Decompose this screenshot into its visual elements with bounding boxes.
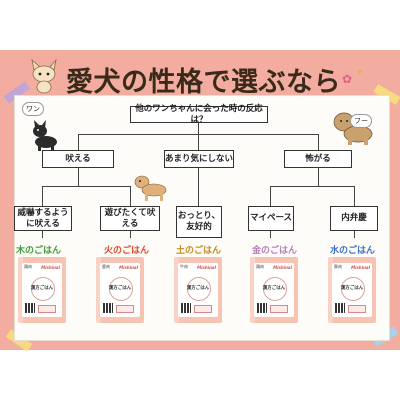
package-tag: 豚肉 [334,264,342,269]
connector-line [78,134,80,150]
result-label-metal: 金のごはん [252,246,298,256]
package-name: 漢方ごはん [30,286,54,291]
food-package-metal: 鶏肉 Mishinal 漢方ごはん [250,257,298,323]
result-label-earth: 土のごはん [176,246,222,256]
speech-bubble-right: フー [350,114,372,128]
flower-icon: ✿ [342,72,353,86]
result-label-fire: 火のごはん [104,246,150,256]
answer-box-indifferent: あまり気にしない [164,150,234,168]
connector-line [130,230,132,238]
connector-line [42,230,44,238]
connector-line [354,230,356,238]
package-brand: Mishinal [273,265,292,270]
trait-box-play-bark: 遊びたくて吠える [100,206,160,231]
trait-box-my-pace: マイペース [248,206,294,231]
package-name: 漢方ごはん [262,286,286,291]
trait-box-inner-bold: 内弁慶 [330,206,378,231]
connector-line [130,186,132,206]
connector-line [318,168,320,186]
connector-line [270,186,354,188]
package-tag: 牛肉 [180,264,188,269]
connector-line [270,230,272,238]
package-brand: Mishinal [119,265,138,270]
trait-box-threat-bark: 威嚇するように吠える [14,206,72,231]
package-brand: Mishinal [351,265,370,270]
answer-box-bark: 吠える [42,150,114,168]
package-name: 漢方ごはん [340,286,364,291]
connector-line [42,186,44,206]
food-package-water: 豚肉 Mishinal 漢方ごはん [328,257,376,323]
qr-code-icon [335,303,345,313]
qr-code-icon [103,303,113,313]
chihuahua-illustration [31,58,57,94]
black-dog-illustration [33,120,57,151]
root-question-box: 他のワンちゃんに会った時の反応は？ [130,104,268,125]
qr-code-icon [257,303,267,313]
sparkle-icon: ✦ [356,68,364,78]
package-brand: Mishinal [41,265,60,270]
package-name: 漢方ごはん [186,286,210,291]
tan-dog-illustration [134,175,167,201]
food-package-fire: 鹿肉 Mishinal 漢方ごはん [96,257,144,323]
package-tag: 鶏肉 [24,264,32,269]
connector-line [318,134,320,150]
qr-code-icon [25,303,35,313]
connector-line [198,134,200,150]
package-name: 漢方ごはん [108,286,132,291]
connector-line [354,186,356,206]
connector-line [78,168,80,186]
connector-line [198,122,200,134]
connector-line [42,186,130,188]
speech-bubble-left: ワン [22,102,44,116]
package-tag: 鶏肉 [256,264,264,269]
food-package-wood: 鶏肉 Mishinal 漢方ごはん [18,257,66,323]
answer-box-afraid: 怖がる [284,150,352,168]
food-package-earth: 牛肉 Mishinal 漢方ごはん [174,257,222,323]
trait-box-gentle: おっとり、友好的 [176,206,222,238]
qr-code-icon [181,303,191,313]
package-tag: 鹿肉 [102,264,110,269]
connector-line [270,186,272,206]
result-label-water: 水のごはん [330,246,376,256]
result-label-wood: 木のごはん [16,246,62,256]
connector-line [198,168,200,206]
package-brand: Mishinal [197,265,216,270]
page-title: 愛犬の性格で選ぶなら [66,67,341,98]
